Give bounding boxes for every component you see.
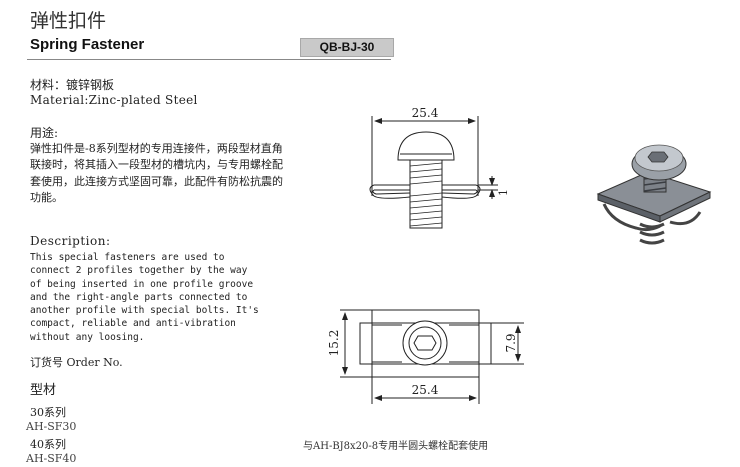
description-heading: Description: [30, 234, 111, 248]
side-view-drawing [369, 116, 498, 229]
material-cn: 材料：镀锌钢板 [30, 78, 115, 92]
description-line: and the right-angle parts connected to [30, 291, 248, 303]
profile-heading: 型材 [30, 383, 57, 398]
series-30-label: 30系列 [30, 406, 66, 419]
description-line: of being inserted in one profile groove [30, 278, 254, 290]
description-line: another profile with special bolts. It's [30, 305, 259, 317]
top-width-dim: 25.4 [412, 383, 439, 397]
description-line: This special fasteners are used to [30, 252, 225, 263]
description-line: without any loosing. [30, 331, 145, 343]
top-inner-dim: 7.9 [504, 333, 518, 352]
fastener-3d-render [596, 144, 712, 245]
top-view-drawing [340, 309, 524, 404]
usage-body: 弹性扣件是-8系列型材的专用连接件，两段型材直角联接时，将其插入一段型材的槽坑内… [30, 142, 283, 205]
series-40-label: 40系列 [30, 438, 66, 451]
description-line: connect 2 profiles together by the way [30, 265, 248, 277]
side-width-dim: 25.4 [412, 106, 439, 120]
top-height-dim: 15.2 [327, 330, 341, 357]
order-number-label: 订货号 Order No. [30, 356, 123, 369]
description-body: This special fasteners are used to connec… [30, 251, 259, 344]
series-40-code: AH-SF40 [26, 452, 77, 465]
product-title-en: Spring Fastener [30, 36, 145, 53]
side-thickness-dim: 1 [497, 189, 510, 196]
product-code-badge: QB-BJ-30 [300, 38, 394, 57]
title-divider [27, 59, 391, 60]
series-30-code: AH-SF30 [26, 420, 77, 433]
usage-heading: 用途: [30, 126, 59, 140]
material-en: Material:Zinc-plated Steel [30, 93, 198, 107]
description-line: compact, reliable and anti-vibration [30, 318, 236, 330]
bolt-compatibility-caption: 与AH-BJ8x20-8专用半圆头螺栓配套使用 [303, 441, 489, 452]
product-title-cn: 弹性扣件 [30, 10, 107, 32]
